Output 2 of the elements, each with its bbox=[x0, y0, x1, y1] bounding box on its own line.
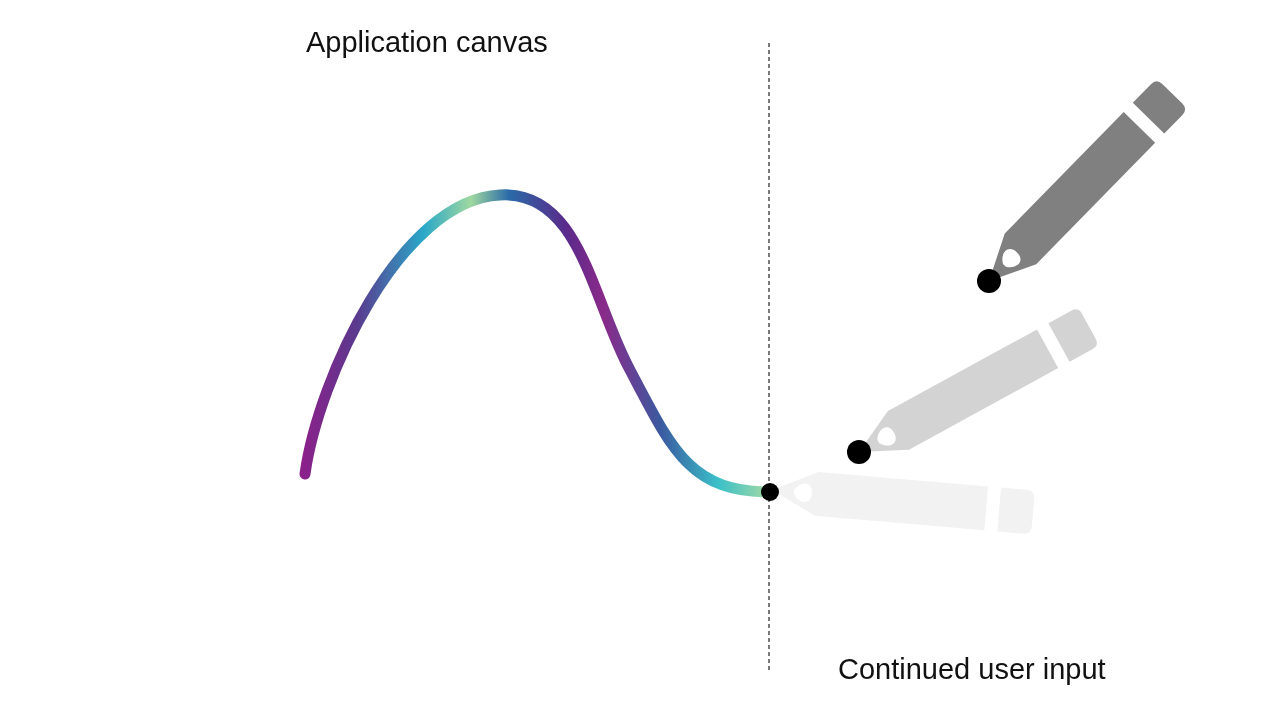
canvas-label: Application canvas bbox=[306, 26, 548, 59]
input-label: Continued user input bbox=[838, 653, 1106, 686]
